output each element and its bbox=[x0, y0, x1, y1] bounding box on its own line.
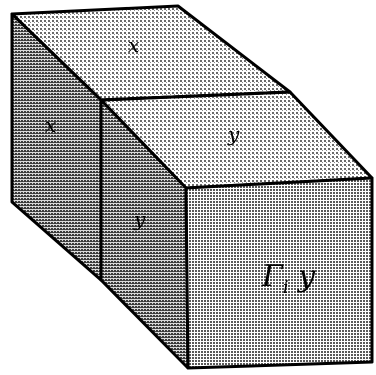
label-left-back: x bbox=[45, 113, 56, 137]
label-top-back: x bbox=[128, 33, 139, 57]
label-left-front: y bbox=[133, 207, 146, 231]
front-face-subscript: i bbox=[283, 277, 289, 298]
front-cube-front-face bbox=[184, 176, 374, 370]
label-front-face: Γi y bbox=[261, 259, 316, 298]
front-face-symbol: Γ bbox=[261, 259, 284, 294]
label-top-front: y bbox=[227, 122, 240, 146]
front-face-tail: y bbox=[289, 259, 317, 294]
divider-edge bbox=[99, 90, 292, 102]
